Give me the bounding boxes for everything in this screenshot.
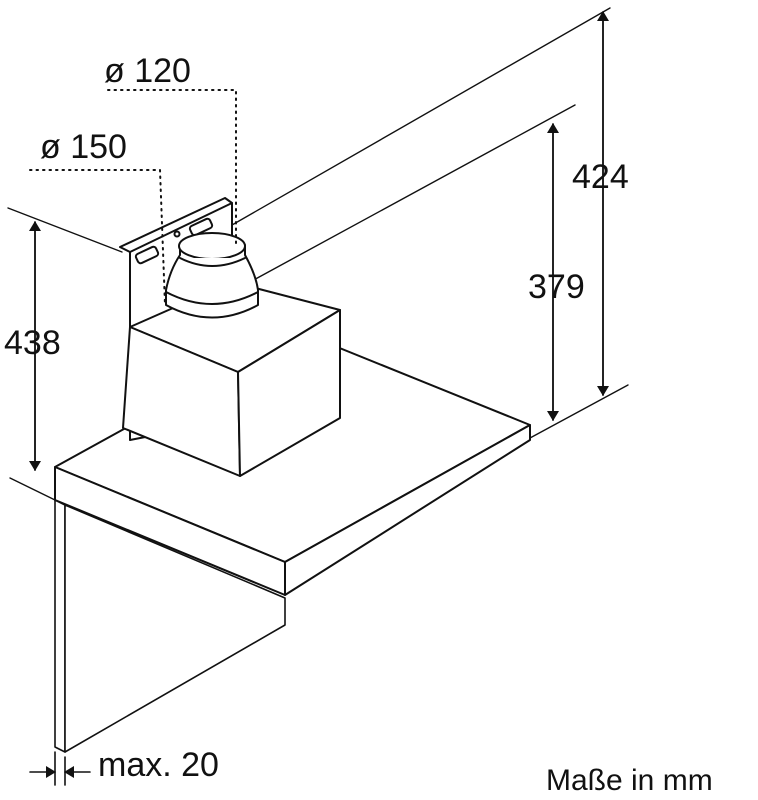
wall-panel xyxy=(54,499,286,753)
canopy xyxy=(54,331,531,596)
outlet-cylinder xyxy=(165,232,259,319)
label-height-424: 424 xyxy=(572,158,629,196)
dimension-lines xyxy=(29,11,609,786)
label-diameter-150: ø 150 xyxy=(40,128,127,166)
extension-lines xyxy=(7,7,629,501)
units-note: Maße in mm xyxy=(546,764,713,797)
label-wall-gap: max. 20 xyxy=(98,746,219,784)
label-height-438: 438 xyxy=(4,324,61,362)
diameter-leaders xyxy=(29,89,237,306)
label-diameter-120: ø 120 xyxy=(104,52,191,90)
label-height-379: 379 xyxy=(528,268,585,306)
